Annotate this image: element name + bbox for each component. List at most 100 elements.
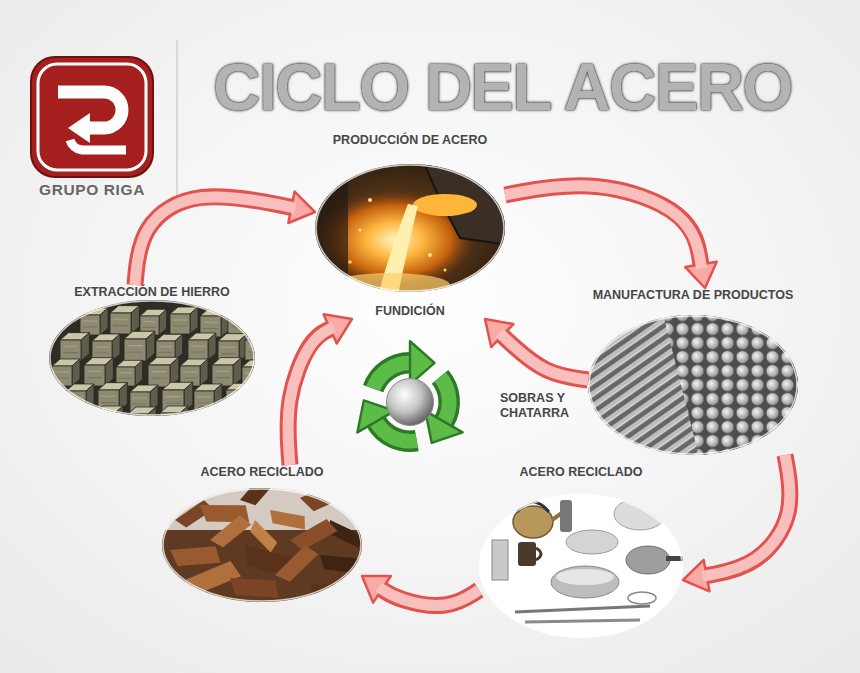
utensil <box>515 606 650 612</box>
image-frame <box>49 300 255 416</box>
cycle-arrow <box>362 576 479 605</box>
diagram-title: CICLO DEL ACERO <box>213 54 792 120</box>
spark <box>358 228 361 231</box>
household-items-image <box>475 490 687 642</box>
arrow-body <box>703 455 790 576</box>
ellipse-outline <box>479 494 683 638</box>
cycle-arrow <box>505 186 717 288</box>
spark <box>348 260 352 264</box>
manufacturing-node: MANUFACTURA DE PRODUCTOS <box>588 288 798 455</box>
logo-badge <box>31 57 153 177</box>
ore-cube <box>156 334 183 360</box>
ellipse-border <box>50 301 254 415</box>
iron-ore-image <box>45 295 273 434</box>
ellipse-outline <box>315 164 505 292</box>
plate <box>614 498 666 530</box>
logo-arrow <box>70 140 126 150</box>
ore-cube <box>110 306 139 334</box>
ore-cube <box>194 384 222 411</box>
divider-line <box>176 40 178 206</box>
steel-production-node: PRODUCCIÓN DE ACERO FUNDICIÓN <box>315 133 505 319</box>
edge-label: SOBRAS Y CHATARRA <box>500 391 586 421</box>
mug <box>518 542 536 566</box>
ore-cube <box>245 333 273 360</box>
ellipse-border <box>316 165 504 291</box>
ore-cube <box>84 358 113 386</box>
arrow-body <box>379 587 479 605</box>
image-ground <box>45 295 260 420</box>
mug-handle <box>536 548 541 560</box>
ore-cube <box>52 359 80 386</box>
steel-sphere <box>386 378 433 425</box>
arrow-body <box>505 186 702 269</box>
ore-cube <box>170 307 198 334</box>
scrap-piece <box>206 512 255 551</box>
bowl-inside <box>556 569 614 585</box>
node-caption: FUNDICIÓN <box>375 304 444 319</box>
bowl <box>551 566 619 598</box>
recycle-symbol <box>345 341 481 464</box>
ore-cube <box>60 333 89 361</box>
cycle-arrow <box>288 314 352 465</box>
ore-cube <box>212 358 241 386</box>
scrap-piece <box>316 546 365 582</box>
spark <box>368 198 372 202</box>
pan <box>626 546 670 574</box>
spark <box>428 253 432 257</box>
ore-cube <box>92 334 120 361</box>
arrow-body <box>288 327 334 465</box>
node-label: PRODUCCIÓN DE ACERO <box>333 133 487 148</box>
ellipse-outline <box>588 315 798 455</box>
scrap-steel-image <box>160 464 367 612</box>
node-label: EXTRACCIÓN DE HIERRO <box>74 285 230 300</box>
arrow-body <box>135 197 295 285</box>
cycle-arrow <box>683 455 790 591</box>
ore-cube <box>80 308 108 335</box>
ellipse-border <box>589 316 797 454</box>
scrap-piece <box>287 517 340 553</box>
ellipse-outline <box>162 488 362 602</box>
logo-frame <box>38 64 146 170</box>
node-label: MANUFACTURA DE PRODUCTOS <box>593 288 794 303</box>
scrap-piece <box>270 542 324 587</box>
ellipse-border <box>163 489 361 601</box>
node-label: ACERO RECICLADO <box>520 465 643 480</box>
steel-rods-image <box>585 310 805 460</box>
grater <box>492 540 508 580</box>
ore-cube <box>116 360 143 386</box>
thermos <box>560 500 572 532</box>
ore-cube <box>128 407 156 434</box>
image-ground <box>475 490 687 642</box>
scrap-piece <box>183 560 242 596</box>
utensil <box>525 620 640 622</box>
ore-cube <box>188 333 216 360</box>
colander <box>566 530 618 554</box>
company-name: GRUPO RIGA <box>30 181 154 200</box>
ore-cube <box>192 407 220 434</box>
ore-cube <box>242 360 270 387</box>
image-frame <box>588 315 798 455</box>
ore-cube <box>124 331 155 361</box>
image-frame <box>315 164 505 292</box>
image-ground <box>310 160 510 300</box>
cycle-arrow <box>135 192 315 285</box>
scrap-piece <box>246 516 280 556</box>
ore-cube <box>160 406 188 433</box>
logo-arrowhead <box>68 113 90 143</box>
image-frame <box>479 494 683 638</box>
sheen <box>585 310 805 460</box>
molten-pool <box>330 273 450 297</box>
rod-shafts <box>585 310 805 460</box>
ellipse-outline <box>49 300 255 416</box>
ore-cube <box>66 384 94 411</box>
ellipse-border <box>480 495 682 637</box>
arrow-outline <box>505 186 701 265</box>
whisk <box>628 592 656 604</box>
node-label: ACERO RECICLADO <box>201 465 324 480</box>
spark <box>444 269 447 272</box>
image-frame <box>162 488 362 602</box>
molten-steel-image <box>310 160 510 300</box>
recycled-products-node: ACERO RECICLADO <box>479 465 683 638</box>
